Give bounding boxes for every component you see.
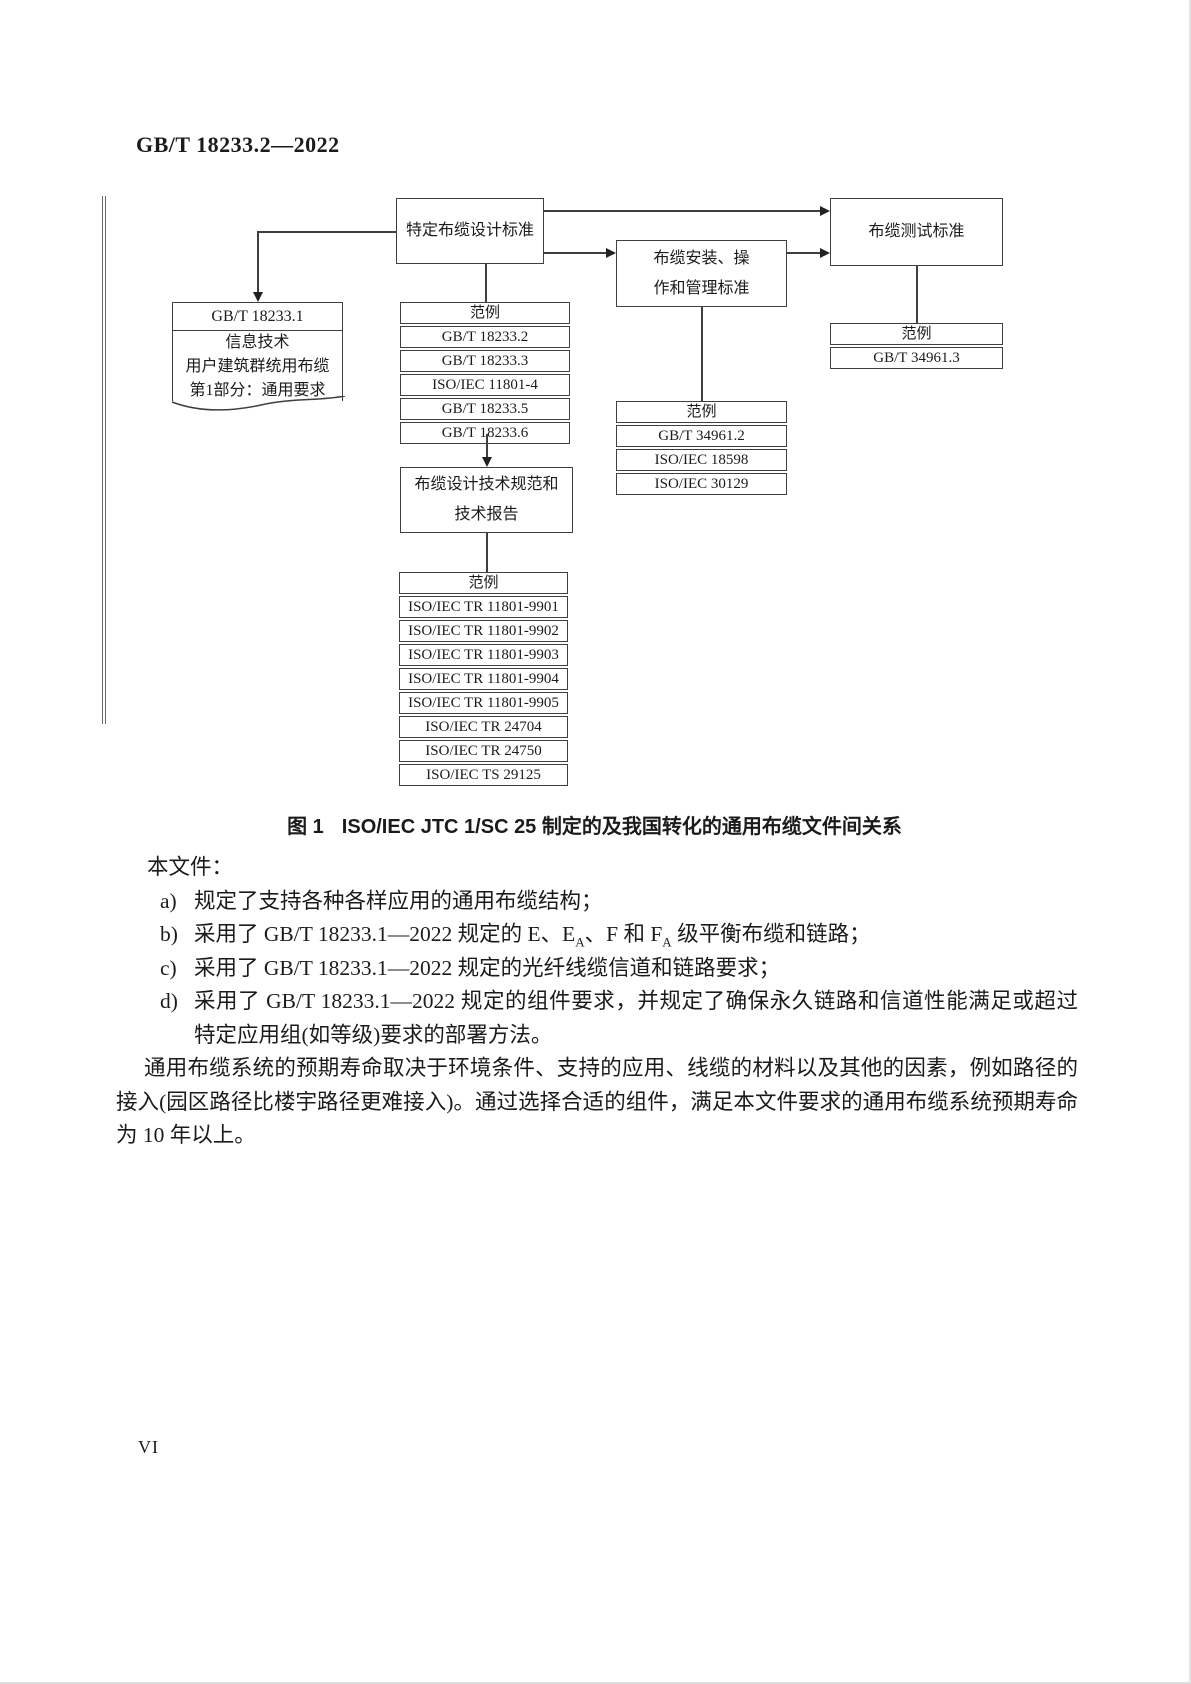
list-item: ISO/IEC TR 11801-9904 (399, 668, 568, 690)
item-text: 采用了 GB/T 18233.1—2022 规定的 E、EA、F 和 FA 级平… (194, 918, 1078, 952)
list-item: ISO/IEC TR 11801-9901 (399, 596, 568, 618)
list-item: GB/T 18233.3 (400, 350, 570, 372)
item-text-part: 、F 和 F (584, 922, 663, 946)
closing-paragraph: 通用布缆系统的预期寿命取决于环境条件、支持的应用、线缆的材料以及其他的因素，例如… (116, 1056, 1078, 1147)
list-item: ISO/IEC 30129 (616, 473, 787, 495)
connector-line (544, 210, 821, 212)
node-label: 布缆测试标准 (868, 223, 965, 240)
item-text: 规定了支持各种各样应用的通用布缆结构； (194, 888, 603, 913)
examples-header: 范例 (616, 401, 787, 423)
figure-number: 图 1 (287, 816, 324, 838)
connector-line (486, 533, 488, 572)
item-label: b) (160, 922, 178, 946)
item-text: 采用了 GB/T 18233.1—2022 规定的光纤线缆信道和链路要求； (194, 955, 781, 980)
document-line: 信息技术 (225, 334, 290, 351)
connector-line (916, 266, 918, 323)
examples-header: 范例 (399, 572, 568, 594)
examples-header: 范例 (400, 302, 570, 324)
list-item: ISO/IEC TR 11801-9902 (399, 620, 568, 642)
list-item: ISO/IEC 18598 (616, 449, 787, 471)
node-label-line2: 作和管理标准 (653, 279, 750, 297)
list-item: ISO/IEC TS 29125 (399, 764, 568, 786)
document-line: 第1部分：通用要求 (189, 382, 326, 399)
list-item-d: d) 采用了 GB/T 18233.1—2022 规定的组件要求，并规定了确保永… (116, 985, 1078, 1052)
connector-line (485, 264, 487, 302)
list-item: GB/T 18233.6 (400, 422, 570, 444)
node-test-standard: 布缆测试标准 (830, 198, 1003, 266)
figure-caption: 图 1 ISO/IEC JTC 1/SC 25 制定的及我国转化的通用布缆文件间关… (0, 810, 1189, 839)
node-install-standard: 布缆安装、操 作和管理标准 (616, 240, 787, 307)
list-item-a: a) 规定了支持各种各样应用的通用布缆结构； (116, 885, 1078, 919)
figure-left-rule (102, 196, 106, 724)
list-item: GB/T 34961.3 (830, 347, 1003, 369)
arrowhead-down (482, 457, 492, 467)
arrowhead-right (820, 206, 830, 216)
item-label: a) (160, 888, 177, 913)
figure-title: ISO/IEC JTC 1/SC 25 制定的及我国转化的通用布缆文件间关系 (341, 816, 902, 838)
item-label: c) (160, 955, 177, 980)
examples-header: 范例 (830, 323, 1003, 345)
subscript: A (662, 934, 672, 950)
node-gbt18233-1-document: GB/T 18233.1 信息技术 用户建筑群统用布缆 第1部分：通用要求 (171, 302, 346, 411)
document-torn-edge (171, 396, 346, 411)
item-text-part: 级平衡布缆和链路； (671, 922, 871, 946)
list-item: GB/T 18233.5 (400, 398, 570, 420)
list-item: ISO/IEC TR 24704 (399, 716, 568, 738)
document-title: GB/T 18233.1 (173, 303, 342, 331)
list-item: ISO/IEC TR 11801-9905 (399, 692, 568, 714)
arrowhead-down (253, 292, 263, 302)
list-item: GB/T 34961.2 (616, 425, 787, 447)
document-line: 用户建筑群统用布缆 (185, 358, 330, 375)
connector-line (544, 252, 607, 254)
intro-line: 本文件： (147, 855, 234, 879)
item-label: d) (160, 989, 178, 1013)
page-number: VI (138, 1437, 159, 1457)
list-item: ISO/IEC TR 11801-9903 (399, 644, 568, 666)
node-spec-report: 布缆设计技术规范和 技术报告 (400, 467, 573, 533)
list-item: ISO/IEC 11801-4 (400, 374, 570, 396)
node-label-line1: 布缆安装、操 (653, 249, 750, 267)
item-text-part: 采用了 GB/T 18233.1—2022 规定的 E、E (194, 922, 576, 946)
arrowhead-right (606, 248, 616, 258)
connector-line (787, 252, 821, 254)
node-label-line1: 布缆设计技术规范和 (414, 476, 559, 493)
node-label-line2: 技术报告 (454, 506, 519, 523)
arrowhead-right (820, 248, 830, 258)
list-item: ISO/IEC TR 24750 (399, 740, 568, 762)
subscript: A (575, 934, 585, 950)
connector-line (486, 434, 488, 459)
connector-line (701, 307, 703, 401)
list-item-b: b) 采用了 GB/T 18233.1—2022 规定的 E、EA、F 和 FA… (116, 918, 1078, 952)
body-text: 本文件： a) 规定了支持各种各样应用的通用布缆结构； b) 采用了 GB/T … (116, 851, 1078, 1153)
connector-line (257, 231, 259, 292)
list-item-c: c) 采用了 GB/T 18233.1—2022 规定的光纤线缆信道和链路要求； (116, 952, 1078, 986)
test-examples-list: 范例 GB/T 34961.3 (830, 323, 1003, 369)
list-item: GB/T 18233.2 (400, 326, 570, 348)
node-design-standard: 特定布缆设计标准 (396, 198, 544, 264)
item-text: 采用了 GB/T 18233.1—2022 规定的组件要求，并规定了确保永久链路… (194, 989, 1078, 1047)
standard-number-header: GB/T 18233.2—2022 (136, 132, 340, 157)
node-label: 特定布缆设计标准 (405, 222, 534, 239)
connector-line (257, 231, 396, 233)
